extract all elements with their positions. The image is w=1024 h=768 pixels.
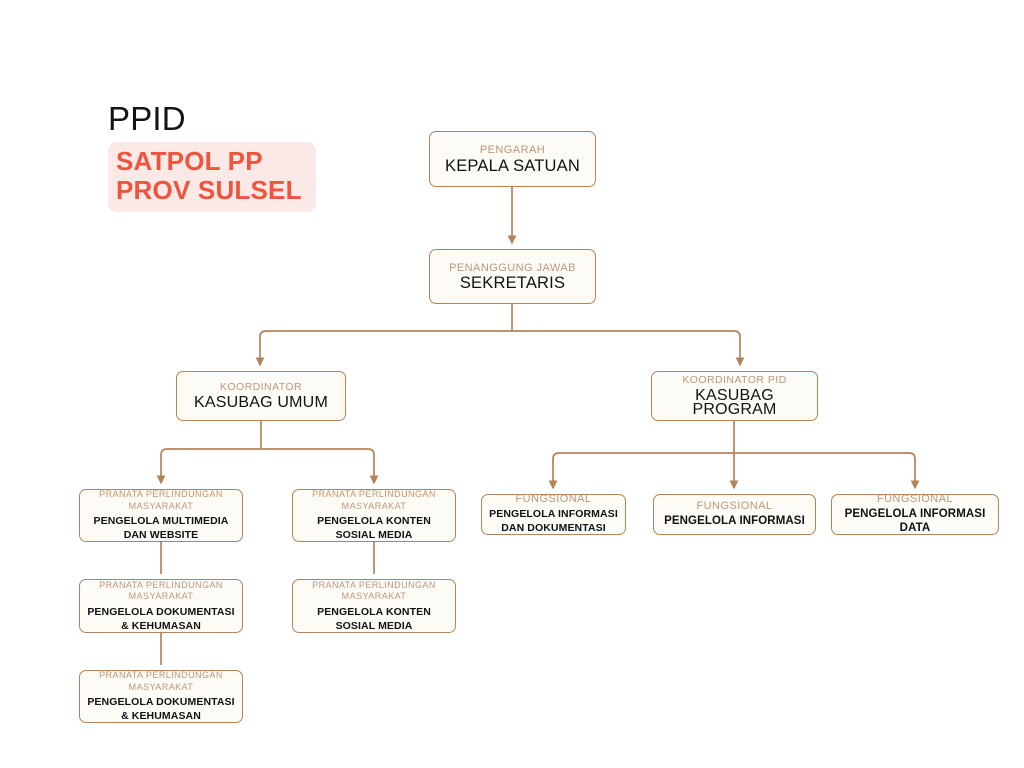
edge-kasubag-umum-multimedia [156, 448, 261, 485]
node-role-label: FUNGSIONAL [696, 499, 773, 512]
node-kasubag-program[interactable]: KOORDINATOR PID KASUBAG PROGRAM [651, 371, 818, 421]
node-role-label: PRANATA PERLINDUNGAN MASYARAKAT [99, 579, 223, 602]
node-fungsional-pengelola-informasi-data[interactable]: FUNGSIONAL PENGELOLA INFORMASI DATA [831, 492, 999, 535]
node-pengelola-konten-sosial-media-1[interactable]: PRANATA PERLINDUNGAN MASYARAKAT PENGELOL… [292, 489, 456, 542]
organization-badge: SATPOL PP PROV SULSEL [108, 142, 316, 212]
node-role-label: FUNGSIONAL [515, 492, 592, 505]
node-name-label: KASUBAG PROGRAM [692, 386, 777, 418]
edge-kasubag-umum-konten [261, 448, 379, 485]
node-role-label: PENANGGUNG JAWAB [449, 261, 576, 274]
edge-kasubag-program-fungsional-1 [548, 452, 734, 490]
edge-sekretaris-kasubag-program [512, 330, 745, 367]
node-pengelola-dokumentasi-kehumasan-1[interactable]: PRANATA PERLINDUNGAN MASYARAKAT PENGELOL… [79, 579, 243, 633]
node-role-label: PRANATA PERLINDUNGAN MASYARAKAT [312, 579, 436, 602]
node-role-label: KOORDINATOR PID [682, 374, 787, 387]
node-name-label: PENGELOLA KONTEN SOSIAL MEDIA [317, 605, 431, 632]
node-role-label: FUNGSIONAL [876, 492, 953, 505]
node-name-label: PENGELOLA INFORMASI DATA [844, 508, 986, 535]
node-pengelola-konten-sosial-media-2[interactable]: PRANATA PERLINDUNGAN MASYARAKAT PENGELOL… [292, 579, 456, 633]
node-sekretaris[interactable]: PENANGGUNG JAWAB SEKRETARIS [429, 249, 596, 304]
edge-sekretaris-kasubag-umum [255, 330, 512, 367]
node-name-label: PENGELOLA DOKUMENTASI & KEHUMASAN [87, 605, 235, 632]
node-fungsional-pengelola-informasi[interactable]: FUNGSIONAL PENGELOLA INFORMASI [653, 494, 816, 535]
node-role-label: PRANATA PERLINDUNGAN MASYARAKAT [99, 489, 223, 511]
node-name-label: PENGELOLA INFORMASI DAN DOKUMENTASI [489, 508, 618, 535]
node-name-label: PENGELOLA INFORMASI [664, 515, 805, 528]
node-role-label: PRANATA PERLINDUNGAN MASYARAKAT [99, 670, 223, 692]
node-name-label: KEPALA SATUAN [445, 156, 580, 175]
node-kasubag-umum[interactable]: KOORDINATOR KASUBAG UMUM [176, 371, 346, 421]
page-title: PPID [108, 100, 186, 137]
node-kepala-satuan[interactable]: PENGARAH KEPALA SATUAN [429, 131, 596, 187]
node-name-label: PENGELOLA DOKUMENTASI & KEHUMASAN [87, 696, 235, 722]
node-name-label: SEKRETARIS [459, 274, 566, 293]
node-pengelola-multimedia-website[interactable]: PRANATA PERLINDUNGAN MASYARAKAT PENGELOL… [79, 489, 243, 542]
node-fungsional-informasi-dokumentasi[interactable]: FUNGSIONAL PENGELOLA INFORMASI DAN DOKUM… [481, 492, 626, 535]
node-name-label: PENGELOLA KONTEN SOSIAL MEDIA [317, 515, 431, 541]
node-role-label: PENGARAH [479, 144, 546, 157]
chart-title-block: PPID SATPOL PP PROV SULSEL [108, 100, 316, 212]
node-role-label: KOORDINATOR [219, 381, 303, 394]
node-pengelola-dokumentasi-kehumasan-2[interactable]: PRANATA PERLINDUNGAN MASYARAKAT PENGELOL… [79, 670, 243, 723]
node-name-label: PENGELOLA MULTIMEDIA DAN WEBSITE [93, 515, 229, 541]
edge-kasubag-program-fungsional-3 [734, 452, 920, 490]
node-role-label: PRANATA PERLINDUNGAN MASYARAKAT [312, 489, 436, 511]
node-name-label: KASUBAG UMUM [194, 393, 328, 411]
